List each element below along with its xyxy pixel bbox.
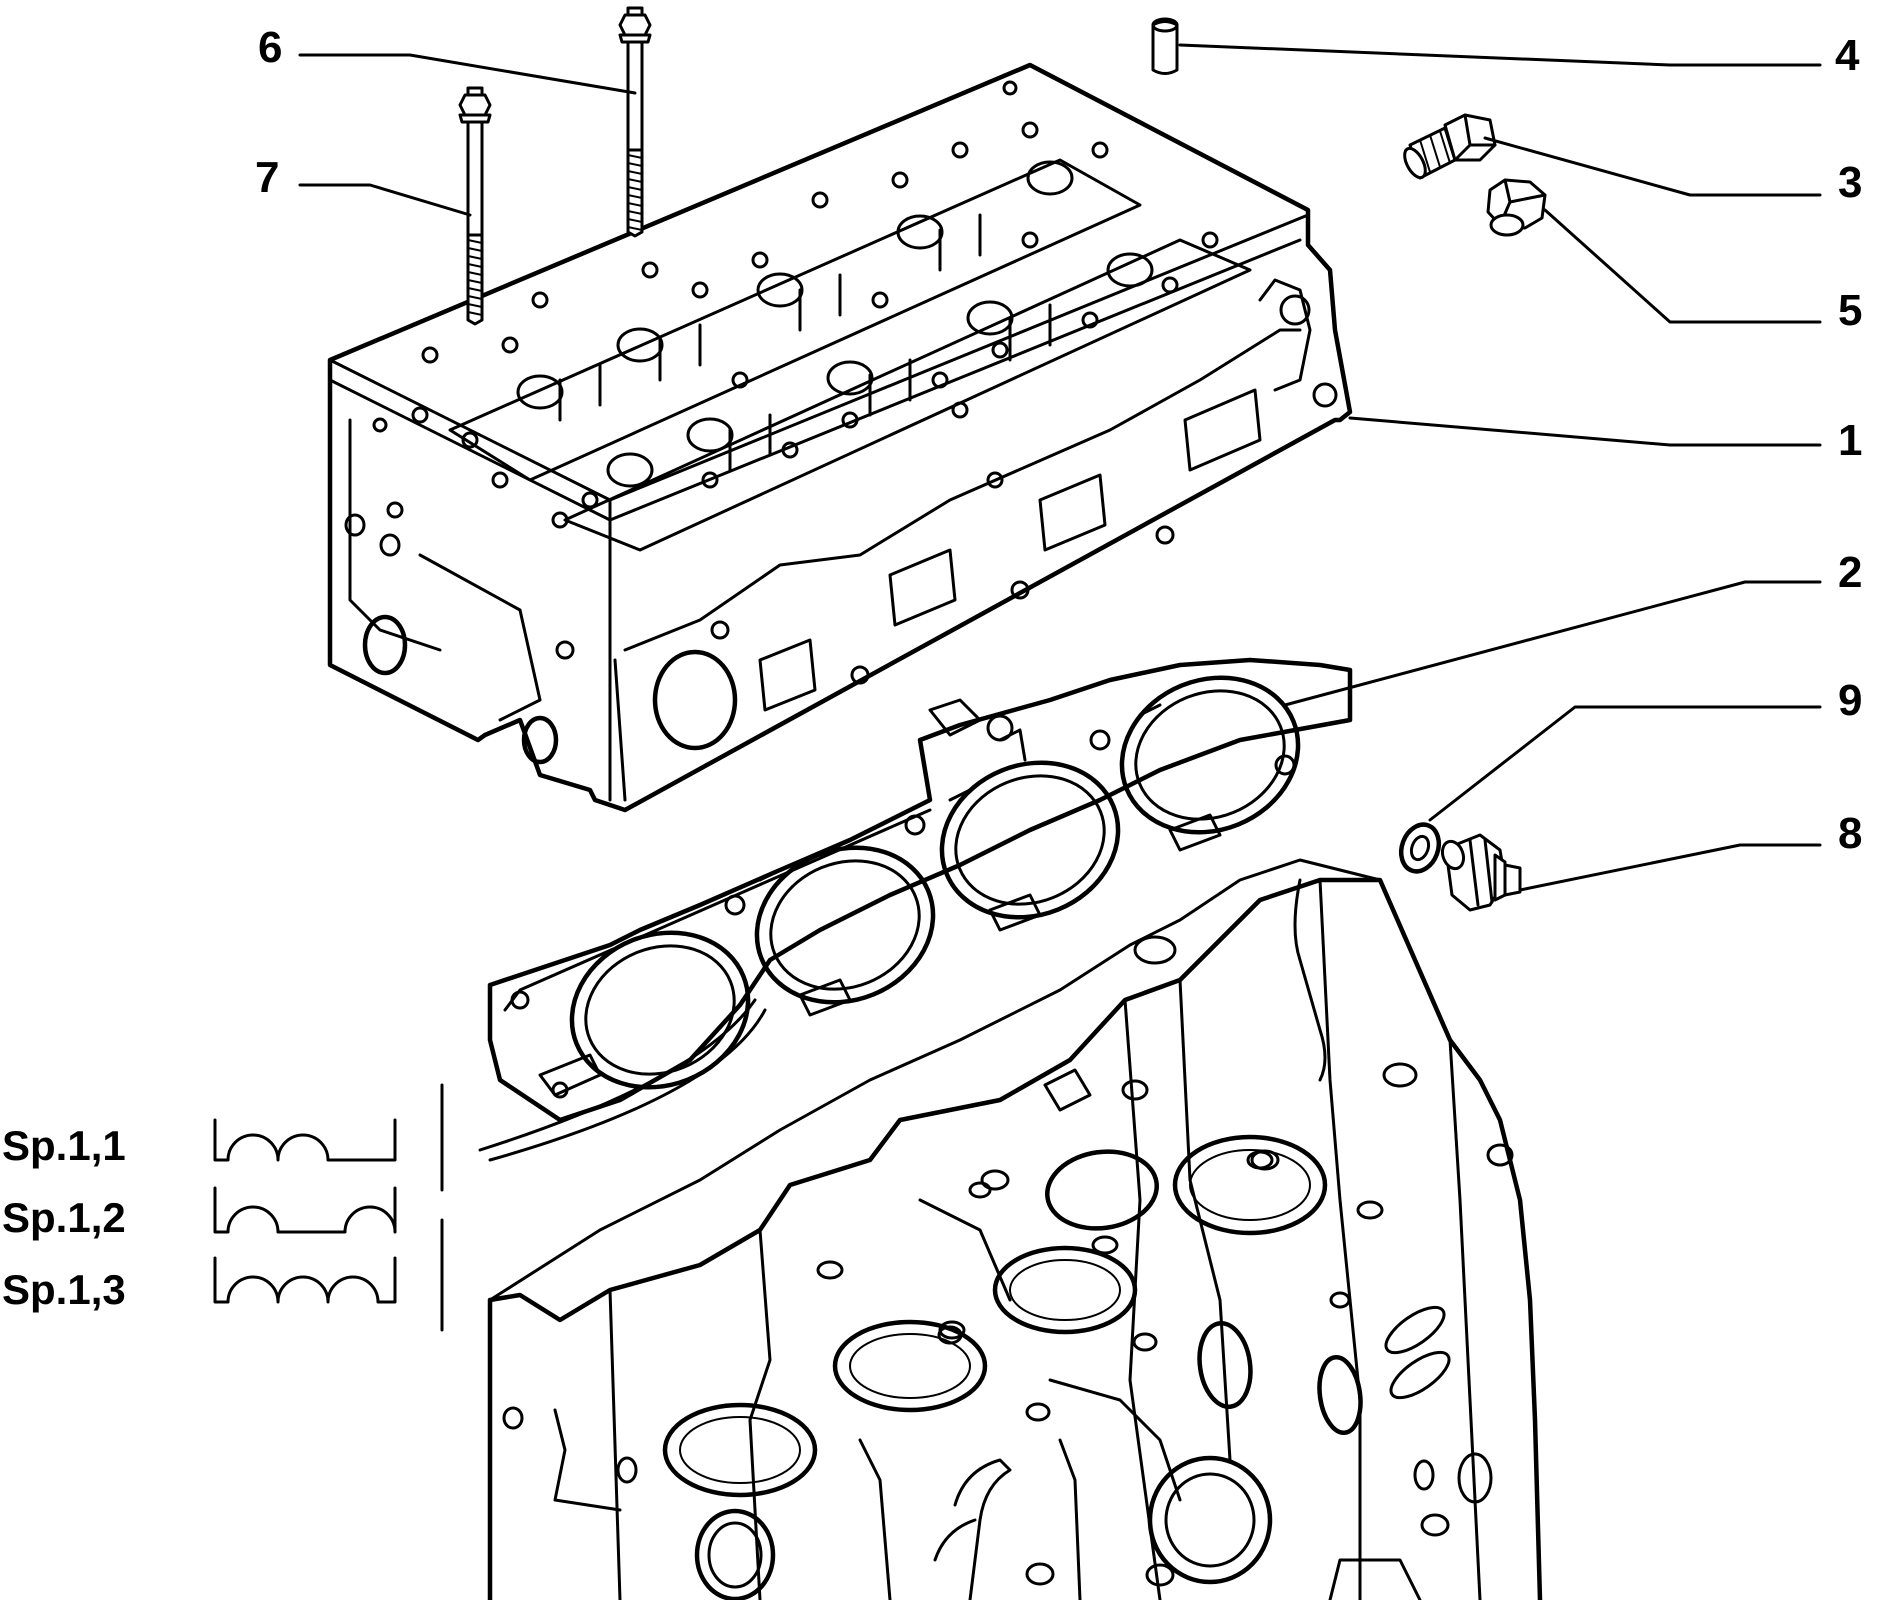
callout-2: 2 <box>1838 548 1862 597</box>
leader-lines <box>298 43 1822 1332</box>
notch-symbol-sp-1-3 <box>213 1256 397 1304</box>
valve-tappet-bores <box>516 160 1154 488</box>
head-bolt-holes <box>372 80 1219 529</box>
callout-5: 5 <box>1838 286 1862 335</box>
notch-symbol-sp-1-1 <box>213 1118 397 1162</box>
head-bolt-short <box>458 86 492 326</box>
head-bolt-long <box>618 6 652 238</box>
callout-labels: 6 7 4 3 5 1 2 9 8 <box>255 23 1862 858</box>
gasket-thickness-legend: Sp.1,1 Sp.1,2 Sp.1,3 <box>2 1118 397 1313</box>
callout-7: 7 <box>255 153 279 202</box>
legend-label-sp-1-1: Sp.1,1 <box>2 1122 126 1169</box>
legend-label-sp-1-2: Sp.1,2 <box>2 1194 126 1241</box>
sealing-washer <box>1398 822 1442 874</box>
callout-1: 1 <box>1838 416 1862 465</box>
cylinder-head <box>327 62 1353 813</box>
legend-label-sp-1-3: Sp.1,3 <box>2 1266 126 1313</box>
notch-symbol-sp-1-2 <box>213 1186 397 1234</box>
dowel-pin <box>1151 17 1179 75</box>
hex-plug <box>1486 178 1547 237</box>
callout-4: 4 <box>1835 31 1860 80</box>
callout-9: 9 <box>1838 676 1862 725</box>
exhaust-face <box>613 278 1338 802</box>
threaded-plug <box>1403 113 1497 180</box>
engine-block <box>487 858 1543 1600</box>
callout-8: 8 <box>1838 809 1862 858</box>
front-face <box>344 418 575 765</box>
head-gasket <box>478 657 1353 1162</box>
callout-6: 6 <box>258 23 282 72</box>
callout-3: 3 <box>1838 158 1862 207</box>
drain-plug <box>1440 833 1522 912</box>
